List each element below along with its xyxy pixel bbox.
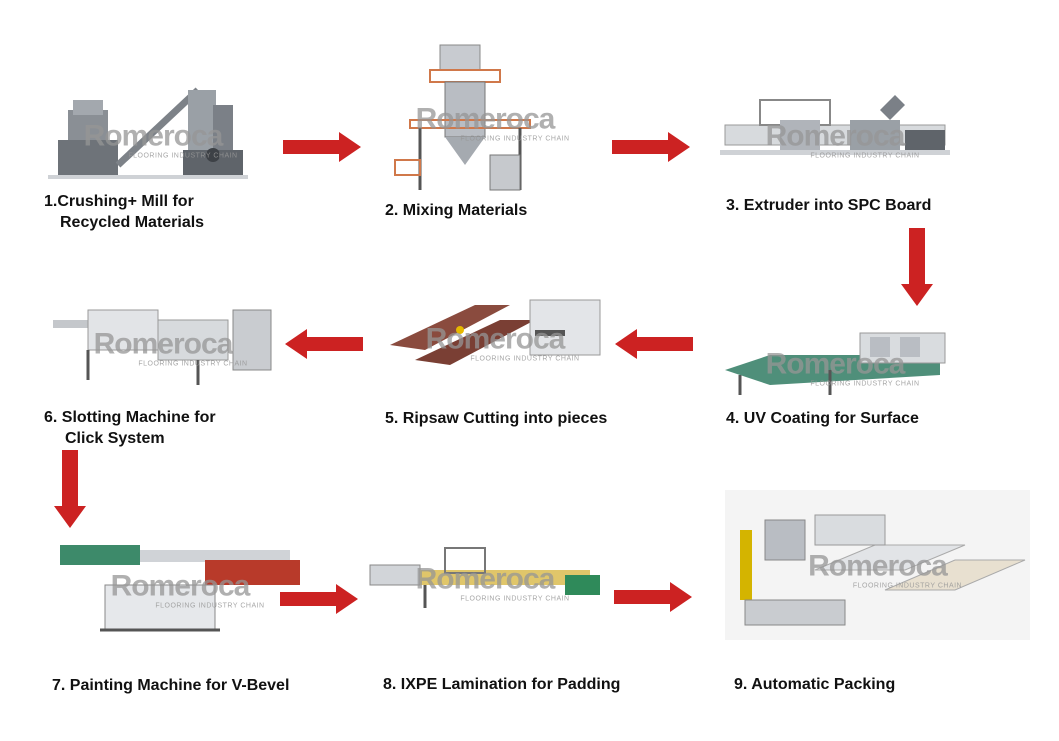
- step-6-label: 6. Slotting Machine for Click System: [44, 407, 216, 449]
- step-1-label-line2: Recycled Materials: [60, 214, 205, 231]
- step-2-label: 2. Mixing Materials: [385, 200, 527, 221]
- step-4-label-line1: 4. UV Coating for Surface: [726, 410, 919, 427]
- step-9-label-line1: 9. Automatic Packing: [734, 676, 896, 693]
- mixer-tower-illustration: [394, 44, 531, 191]
- automatic-packing-illustration: [725, 490, 1030, 640]
- step-5-label: 5. Ripsaw Cutting into pieces: [385, 408, 607, 429]
- arrow-shape: [614, 582, 692, 612]
- arrow-shape: [285, 329, 363, 359]
- step-1-label: 1.Crushing+ Mill for Recycled Materials: [44, 191, 204, 233]
- step-7-label: 7. Painting Machine for V-Bevel: [52, 675, 289, 696]
- arrow-right-1-to-2: [283, 132, 361, 162]
- step-5-label-line1: 5. Ripsaw Cutting into pieces: [385, 410, 608, 427]
- crusher-mill-illustration: [48, 87, 248, 179]
- step-1-label-line1: 1.Crushing+ Mill for: [44, 193, 194, 210]
- painting-machine-illustration: [60, 545, 300, 632]
- slotting-machine-illustration: [53, 309, 272, 385]
- arrow-shape: [54, 450, 86, 528]
- step-6-label-line2: Click System: [65, 430, 165, 447]
- arrow-shape: [901, 228, 933, 306]
- arrow-right-2-to-3: [612, 132, 690, 162]
- arrow-shape: [612, 132, 690, 162]
- ripsaw-cutting-illustration: [390, 299, 601, 365]
- step-9-label: 9. Automatic Packing: [734, 674, 895, 695]
- uv-coating-line-illustration: [725, 332, 946, 395]
- step-8-label: 8. IXPE Lamination for Padding: [383, 674, 620, 695]
- ixpe-lamination-illustration: [369, 547, 600, 608]
- step-8-label-line1: 8. IXPE Lamination for Padding: [383, 676, 621, 693]
- step-3-label-line1: 3. Extruder into SPC Board: [726, 197, 932, 214]
- arrow-shape: [280, 584, 358, 614]
- arrow-left-4-to-5: [615, 329, 693, 359]
- arrow-right-8-to-9: [614, 582, 692, 612]
- step-6-label-line1: 6. Slotting Machine for: [44, 409, 216, 426]
- extruder-line-illustration: [720, 95, 950, 155]
- arrow-down-3-to-4: [901, 228, 933, 306]
- step-7-label-line1: 7. Painting Machine for V-Bevel: [52, 677, 290, 694]
- arrow-left-5-to-6: [285, 329, 363, 359]
- arrow-right-7-to-8: [280, 584, 358, 614]
- arrow-down-6-to-7: [54, 450, 86, 528]
- step-2-label-line1: 2. Mixing Materials: [385, 202, 528, 219]
- step-3-label: 3. Extruder into SPC Board: [726, 195, 931, 216]
- arrow-shape: [283, 132, 361, 162]
- step-4-label: 4. UV Coating for Surface: [726, 408, 919, 429]
- arrow-shape: [615, 329, 693, 359]
